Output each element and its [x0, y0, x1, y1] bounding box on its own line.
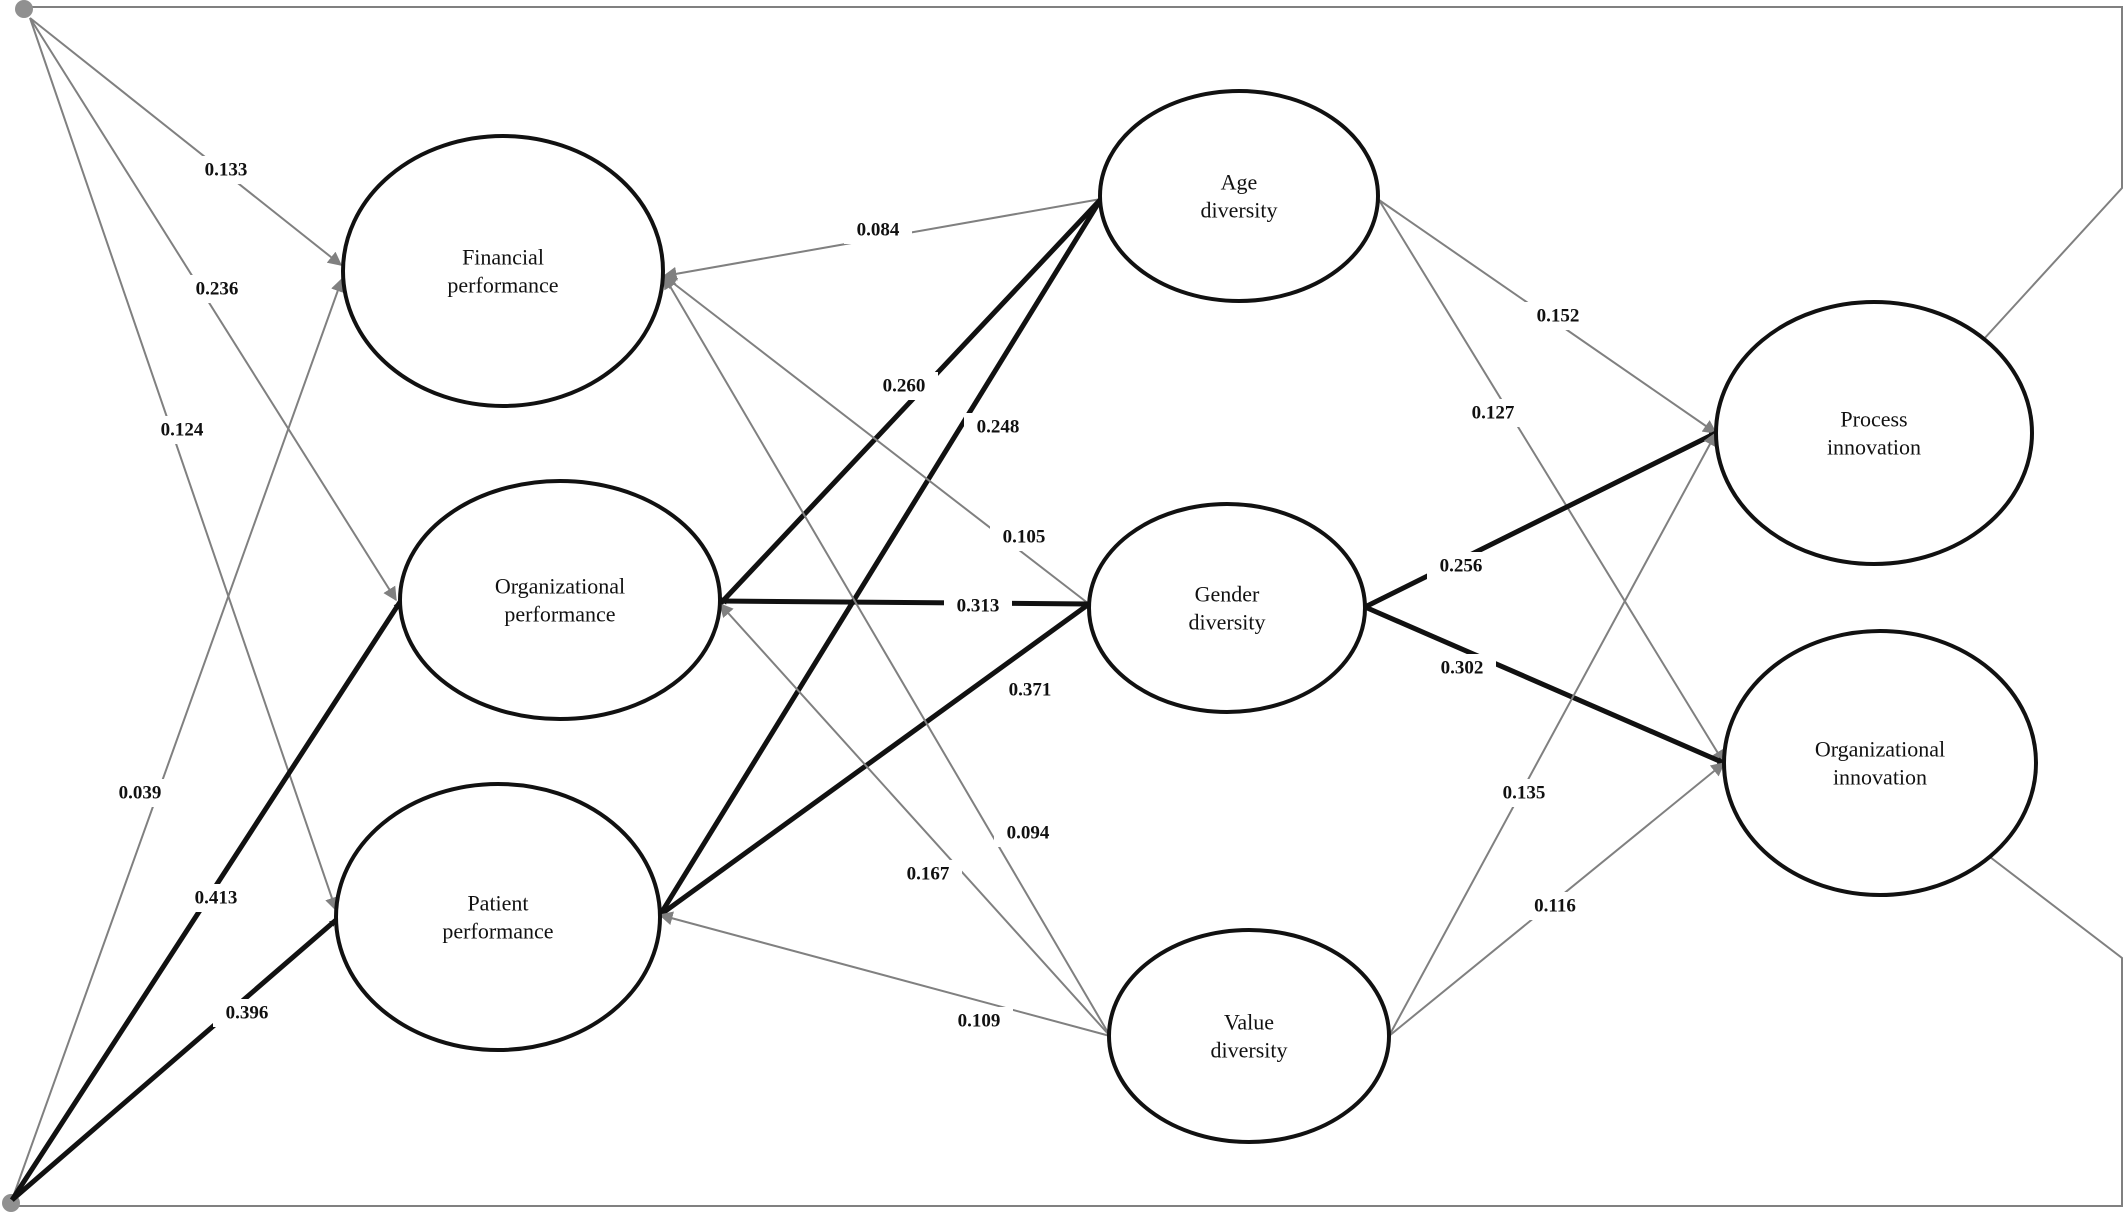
node-patient: Patient performance [334, 782, 662, 1052]
path-edges [9, 17, 1726, 1202]
coefficient-label: 0.133 [205, 160, 248, 181]
node-ellipse [1722, 629, 2038, 897]
node-ellipse [334, 782, 662, 1052]
coefficient-backdrop [106, 779, 174, 807]
node-ellipse [1107, 928, 1391, 1144]
node-label-line: diversity [1201, 198, 1278, 223]
origin-top-dot [15, 0, 33, 18]
coefficient-label: 0.124 [161, 420, 204, 441]
path-arrow-gender-to-process [1363, 430, 1718, 610]
coefficient-label: 0.039 [119, 783, 162, 804]
coefficient-backdrop [1524, 302, 1592, 330]
coefficient-backdrop [182, 884, 250, 912]
coefficient-label: 0.167 [907, 864, 950, 885]
coefficient-backdrop [844, 216, 912, 244]
node-label-line: Gender [1195, 582, 1260, 607]
coefficient-backdrop [1490, 779, 1558, 807]
coefficient-label: 0.248 [977, 417, 1020, 438]
coefficient-backdrop [213, 999, 281, 1027]
path-arrow-age-to-organizational_perf [718, 197, 1103, 606]
node-ellipse [341, 134, 665, 408]
coefficient-label: 0.260 [883, 376, 926, 397]
node-ellipse [1714, 300, 2034, 566]
coefficient-backdrop [1427, 552, 1495, 580]
coefficient-backdrop [964, 413, 1032, 441]
node-process: Process innovation [1714, 300, 2034, 566]
coefficient-label: 0.396 [226, 1003, 269, 1024]
coefficient-label: 0.313 [957, 596, 1000, 617]
node-label-line: performance [447, 273, 558, 298]
node-label-line: Financial [462, 245, 544, 270]
node-organizational-perf: Organizational performance [398, 479, 722, 721]
node-label-line: Value [1224, 1010, 1274, 1035]
node-label-line: innovation [1827, 435, 1921, 460]
path-arrow-process-to-financial [29, 17, 343, 266]
node-label-line: diversity [1211, 1038, 1288, 1063]
coefficient-backdrop [944, 592, 1012, 620]
path-arrow-gender-to-organizational_perf [719, 597, 1090, 607]
path-arrow-process-to-organizational_perf [29, 17, 397, 602]
coefficient-backdrop [994, 819, 1062, 847]
node-org-innovation: Organizational innovation [1722, 629, 2038, 897]
coefficient-label: 0.302 [1441, 658, 1484, 679]
path-arrow-value-to-organizational_perf [719, 602, 1111, 1037]
coefficient-backdrop [183, 275, 251, 303]
node-label-line: innovation [1833, 765, 1927, 790]
path-arrow-process-to-patient [29, 17, 339, 912]
path-arrow-org_innovation-to-financial [11, 277, 345, 1201]
coefficient-label: 0.371 [1009, 680, 1052, 701]
path-arrow-age-to-patient [657, 197, 1104, 917]
coefficient-label: 0.127 [1472, 403, 1515, 424]
coefficient-backdrop [996, 676, 1064, 704]
node-label-line: Organizational [495, 574, 625, 599]
coefficient-label: 0.105 [1003, 527, 1046, 548]
coefficient-backdrop [1428, 654, 1496, 682]
connector-org-innovation [12, 856, 2123, 1207]
path-arrow-value-to-patient [658, 911, 1111, 1037]
node-label-line: Age [1221, 170, 1258, 195]
connector-process [30, 6, 2123, 341]
node-age: Age diversity [1098, 89, 1380, 303]
coefficient-backdrop [990, 523, 1058, 551]
coefficient-labels: 0.133 0.236 0.124 0.039 0.413 0.396 0.084 0.260… [106, 156, 1592, 1035]
coefficient-label: 0.094 [1007, 823, 1050, 844]
coefficient-label: 0.109 [958, 1011, 1001, 1032]
coefficient-backdrop [1459, 399, 1527, 427]
node-ellipse [1087, 502, 1367, 714]
node-label-line: performance [442, 919, 553, 944]
node-label-line: Patient [467, 891, 528, 916]
node-label-line: performance [504, 602, 615, 627]
coefficient-backdrop [148, 416, 216, 444]
coefficient-label: 0.256 [1440, 556, 1483, 577]
path-arrow-age-to-org_innovation [1378, 199, 1725, 765]
coefficient-backdrop [945, 1007, 1013, 1035]
node-ellipse [398, 479, 722, 721]
coefficient-label: 0.084 [857, 220, 900, 241]
coefficient-label: 0.135 [1503, 783, 1546, 804]
latent-nodes: FinancialperformanceOrganizationalperfor… [334, 89, 2038, 1144]
node-label-line: Organizational [1815, 737, 1945, 762]
path-arrow-gender-to-org_innovation [1364, 604, 1725, 766]
coefficient-backdrop [1521, 892, 1589, 920]
path-arrow-gender-to-patient [658, 601, 1091, 918]
coefficient-label: 0.236 [196, 279, 239, 300]
coefficient-label: 0.413 [195, 888, 238, 909]
path-arrow-value-to-financial [663, 274, 1111, 1037]
node-financial: Financial performance [341, 134, 665, 408]
coefficient-label: 0.116 [1534, 896, 1576, 917]
node-label-line: diversity [1189, 610, 1266, 635]
coefficient-label: 0.152 [1537, 306, 1580, 327]
coefficient-backdrop [870, 372, 938, 400]
path-arrow-value-to-process [1388, 431, 1717, 1037]
node-gender: Gender diversity [1087, 502, 1367, 714]
node-value: Value diversity [1107, 928, 1391, 1144]
path-arrow-org_innovation-to-patient [10, 918, 338, 1202]
node-label-line: Process [1840, 407, 1907, 432]
coefficient-backdrop [192, 156, 260, 184]
node-ellipse [1098, 89, 1380, 303]
coefficient-backdrop [894, 860, 962, 888]
